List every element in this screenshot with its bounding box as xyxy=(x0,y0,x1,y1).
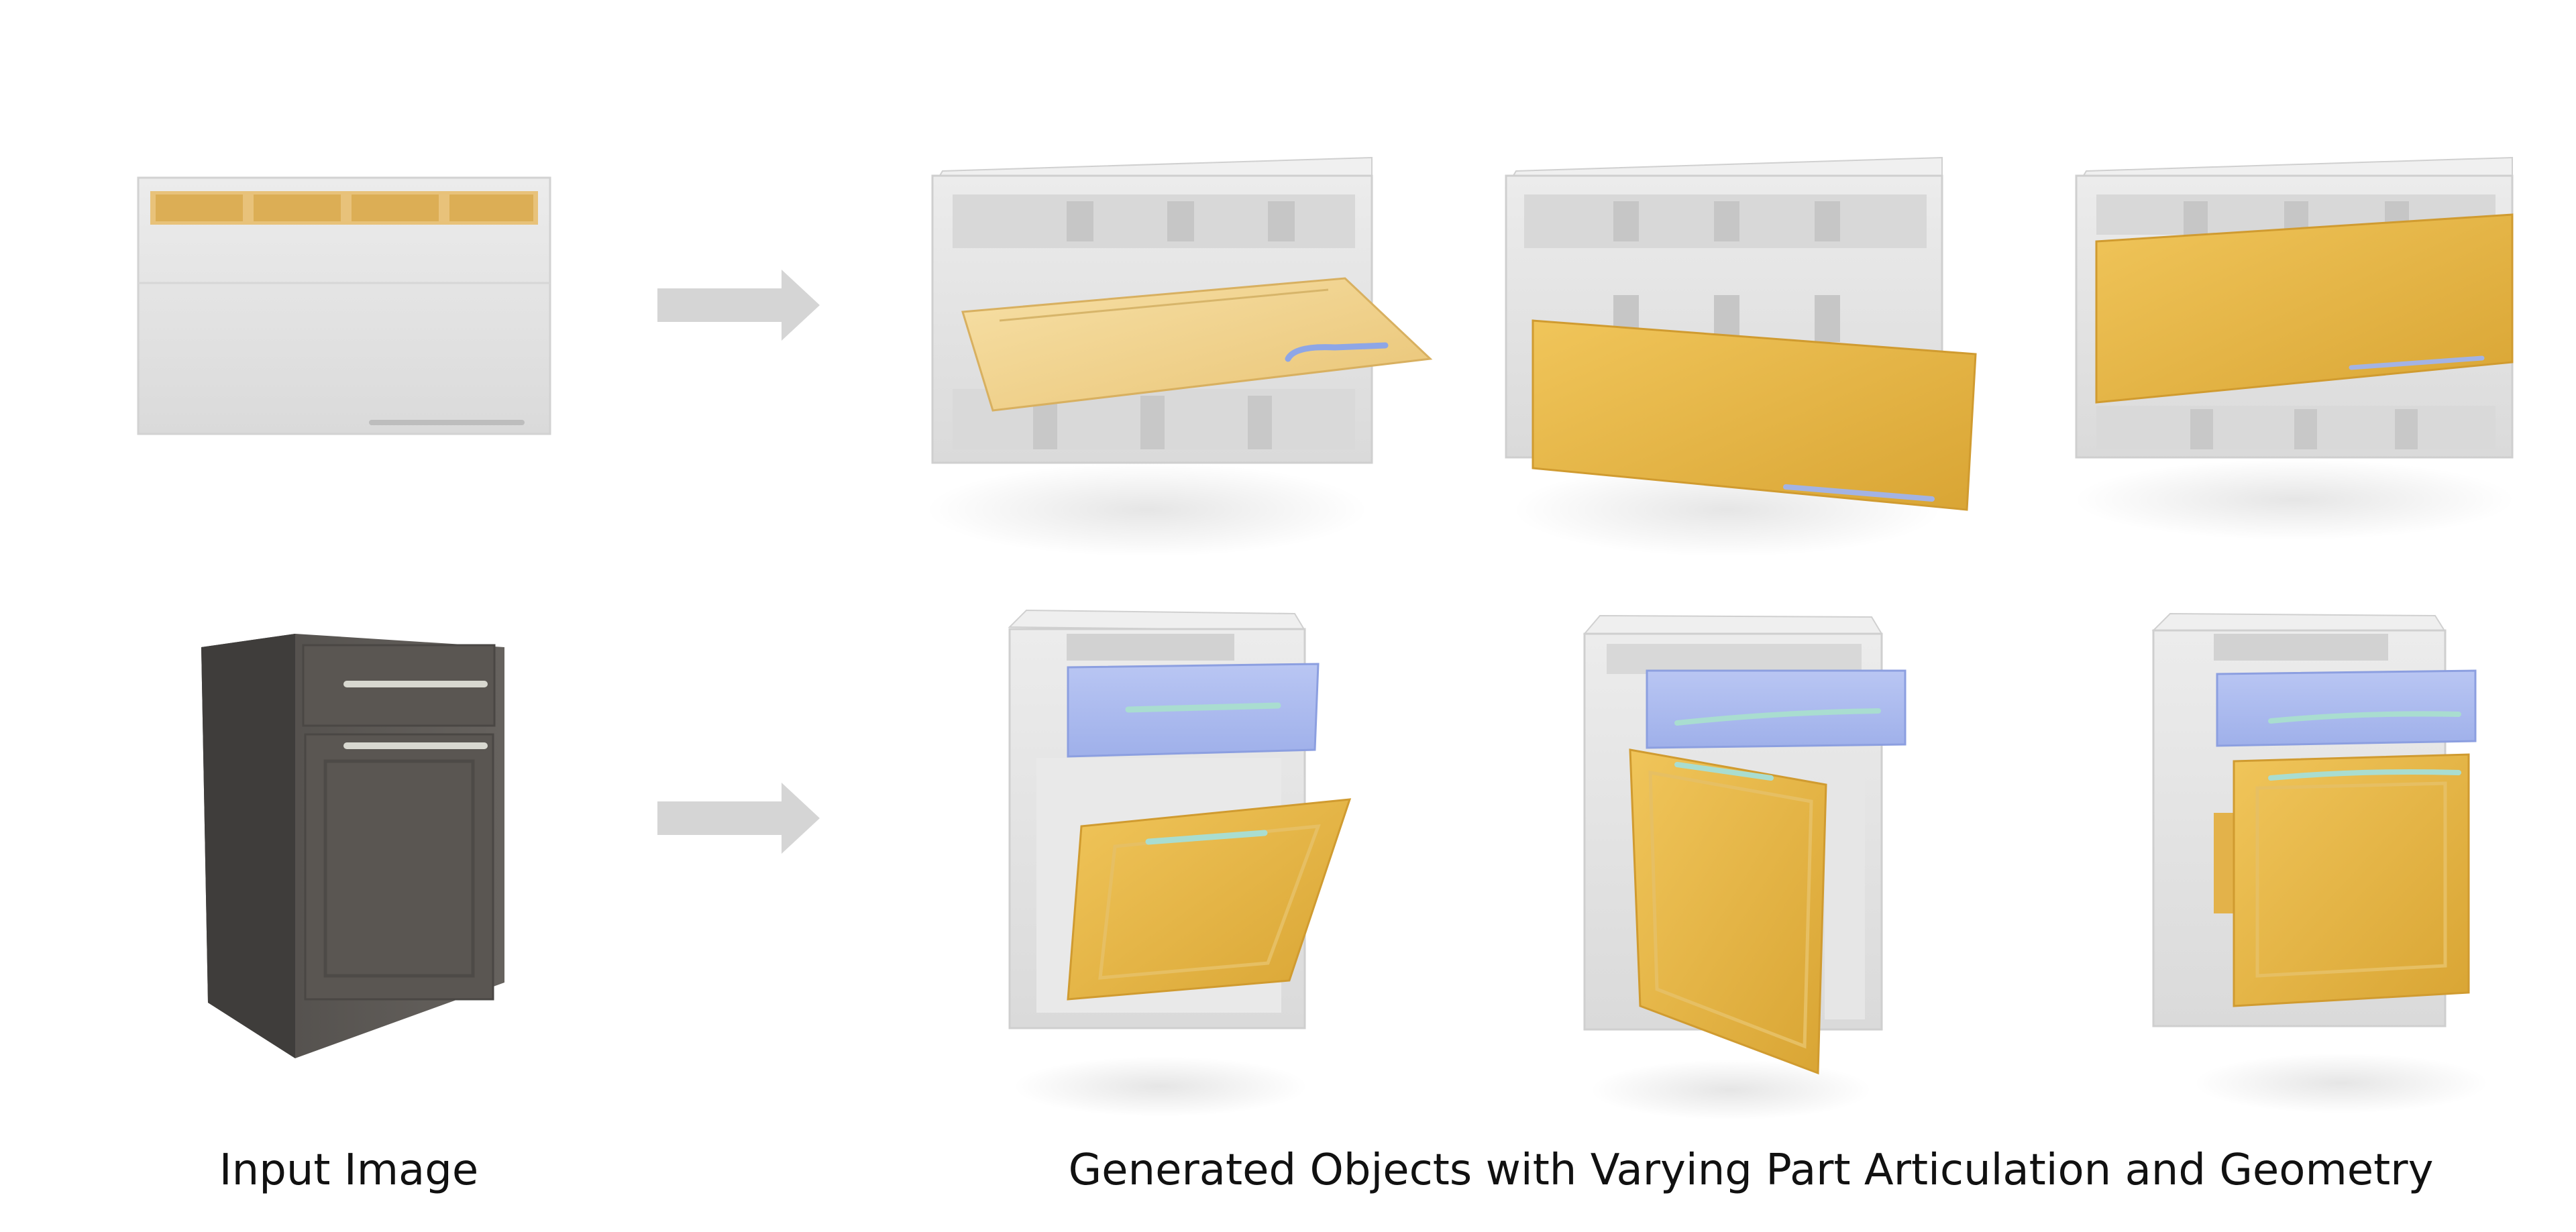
input-image-wall-cabinet xyxy=(137,176,551,435)
caption-input-image: Input Image xyxy=(219,1145,479,1195)
caption-generated-objects: Generated Objects with Varying Part Arti… xyxy=(1068,1145,2434,1195)
generated-base-cabinet-3 xyxy=(2151,612,2489,1113)
arrow-right-icon-2 xyxy=(657,783,820,854)
generated-base-cabinet-2 xyxy=(1582,614,1907,1120)
generated-wall-cabinet-1 xyxy=(926,156,1433,557)
generated-wall-cabinet-3 xyxy=(2073,156,2516,540)
generated-base-cabinet-1 xyxy=(1008,609,1352,1117)
arrow-right-icon xyxy=(657,270,820,341)
generated-wall-cabinet-2 xyxy=(1505,156,1977,557)
input-image-base-cabinet xyxy=(201,634,504,1058)
